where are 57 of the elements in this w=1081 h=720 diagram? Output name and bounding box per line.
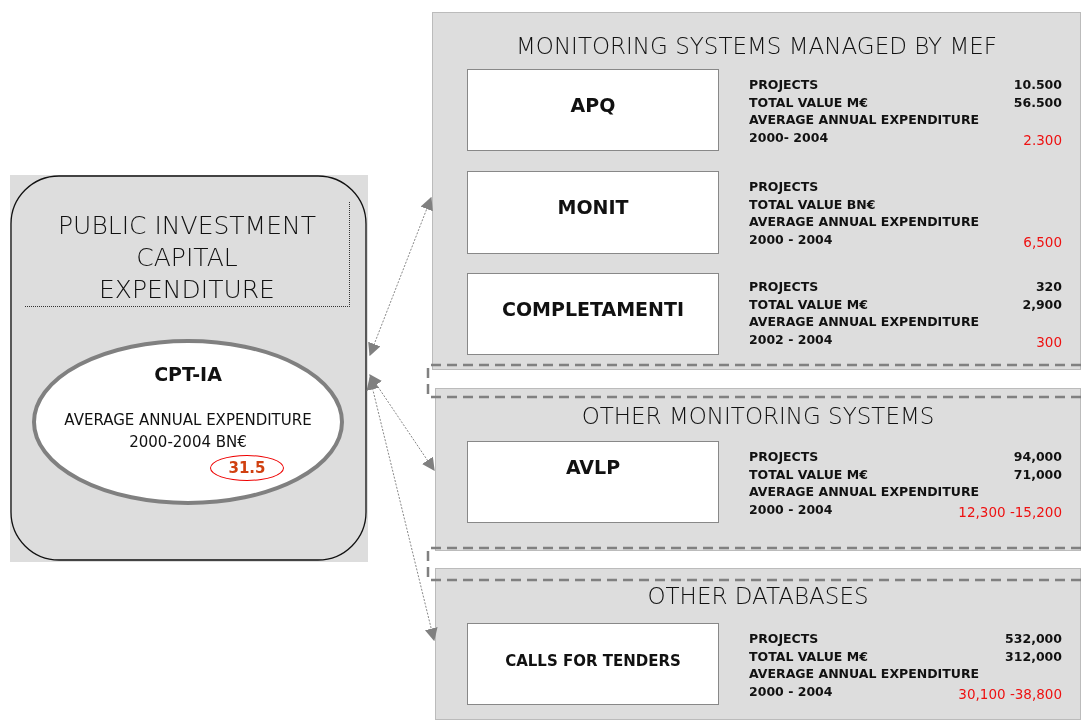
system-name: CALLS FOR TENDERS [504, 652, 682, 670]
section-title: OTHER DATABASES [646, 583, 870, 609]
stat-label: PROJECTS [749, 449, 819, 465]
stat-value: 6,500 [1023, 233, 1062, 250]
stat-label: PROJECTS [749, 279, 819, 295]
stat-label: 2000- 2004 [749, 129, 829, 146]
stat-label: TOTAL VALUE BN€ [749, 196, 876, 213]
stat-value: 94,000 [1013, 449, 1062, 465]
stat-value: 300 [1036, 333, 1062, 350]
stat-label: AVERAGE ANNUAL EXPENDITURE [749, 314, 980, 330]
stat-value: 2.300 [1023, 131, 1062, 148]
section-panel [435, 568, 1081, 720]
stat-value: 56.500 [1013, 94, 1062, 111]
system-name: MONIT [556, 196, 630, 218]
stat-label: AVERAGE ANNUAL EXPENDITURE [749, 214, 980, 230]
section-title: MONITORING SYSTEMS MANAGED BY MEF [514, 33, 998, 59]
stat-label: PROJECTS [749, 631, 819, 647]
stat-value: 10.500 [1013, 77, 1062, 93]
stat-label: AVERAGE ANNUAL EXPENDITURE [749, 112, 980, 128]
system-box [467, 441, 719, 523]
stat-label: TOTAL VALUE M€ [749, 94, 868, 111]
stat-label: AVERAGE ANNUAL EXPENDITURE [749, 484, 980, 500]
system-box [467, 171, 719, 254]
ellipse-node [32, 339, 344, 505]
ellipse-text: AVERAGE ANNUAL EXPENDITURE 2000-2004 BN€ [63, 410, 313, 453]
stat-label: 2000 - 2004 [749, 683, 833, 700]
section-panel [435, 388, 1081, 551]
arrow [368, 196, 433, 357]
rounded-panel [10, 175, 368, 562]
arrow [369, 373, 435, 472]
system-name: COMPLETAMENTI [501, 298, 685, 320]
stat-label: TOTAL VALUE M€ [749, 296, 868, 313]
stat-value: 30,100 -38,800 [958, 685, 1062, 702]
system-name: AVLP [564, 456, 622, 478]
stat-value: 71,000 [1013, 466, 1062, 483]
stat-value: 312,000 [1005, 648, 1062, 665]
system-box [467, 623, 719, 705]
stat-label: 2000 - 2004 [749, 231, 833, 248]
stat-value: 320 [1035, 279, 1062, 295]
stat-label: 2000 - 2004 [749, 501, 833, 518]
section-title: OTHER MONITORING SYSTEMS [580, 403, 936, 429]
system-name: APQ [569, 94, 617, 116]
stat-label: AVERAGE ANNUAL EXPENDITURE [749, 666, 980, 682]
stat-value: 532,000 [1005, 631, 1062, 647]
stat-label: PROJECTS [749, 179, 819, 195]
system-box [467, 273, 719, 355]
ellipse-title: CPT-IA [153, 363, 223, 385]
stat-label: TOTAL VALUE M€ [749, 648, 868, 665]
arrow [366, 376, 438, 642]
stat-label: 2002 - 2004 [749, 331, 833, 348]
section-panel [432, 12, 1081, 370]
stat-value: 12,300 -15,200 [958, 503, 1062, 520]
system-box [467, 69, 719, 151]
stat-label: PROJECTS [749, 77, 819, 93]
stat-label: TOTAL VALUE M€ [749, 466, 868, 483]
heading: PUBLIC INVESTMENT CAPITAL EXPENDITURE [25, 202, 350, 307]
stat-value: 2,900 [1022, 296, 1062, 313]
